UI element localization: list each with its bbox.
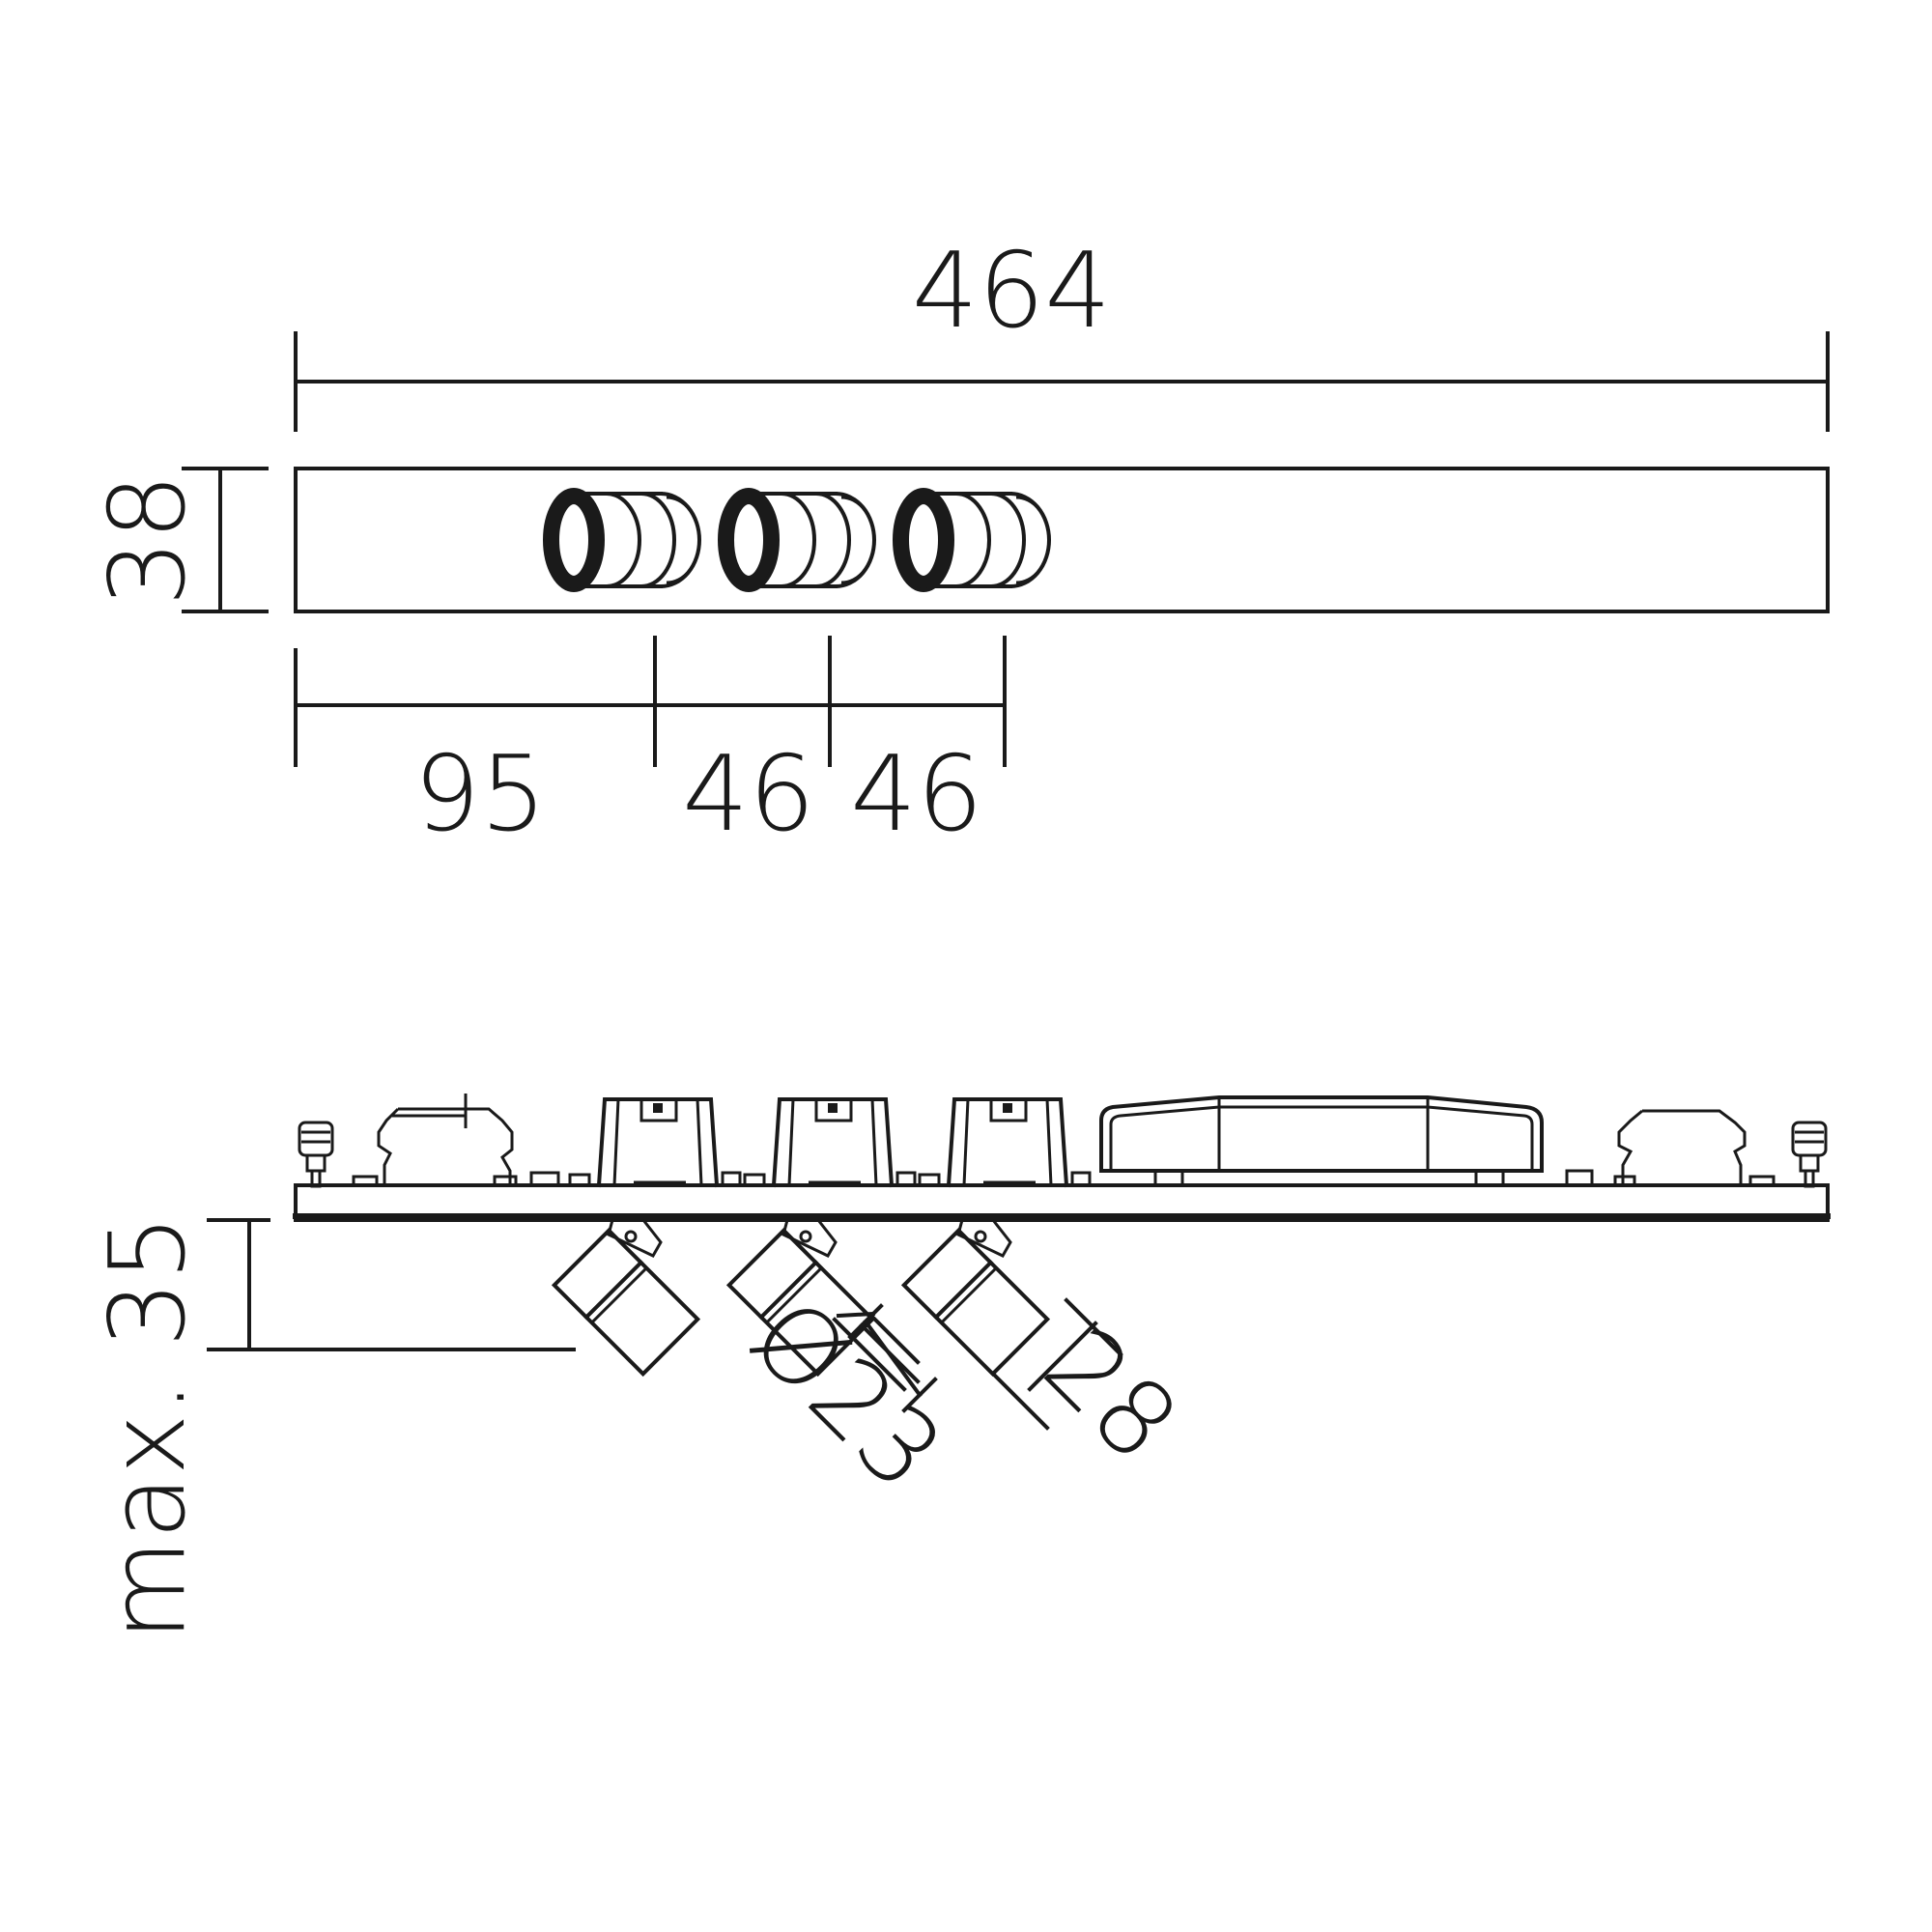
spacing-label-1: 46	[682, 734, 814, 855]
height-dimension: max. 35	[88, 1214, 576, 1641]
tilted-spot-mount-3	[956, 1219, 1012, 1258]
width-label: 38	[88, 473, 209, 606]
spacing-dimension: 95 46 46	[294, 636, 1007, 855]
top-view: 464 38	[88, 231, 1830, 855]
right-end-clip	[1791, 1121, 1828, 1188]
base-plate	[294, 1183, 1830, 1222]
driver-box	[1099, 1095, 1544, 1187]
head-length-dimension: 28	[990, 1297, 1201, 1485]
spotlight-head-3	[893, 488, 1051, 592]
tilted-spot-head-1	[551, 1227, 701, 1378]
spacing-label-2: 46	[850, 734, 982, 855]
side-view: max. 35 Ø23 28	[88, 1094, 1831, 1641]
left-spring-bracket	[352, 1094, 518, 1187]
length-dimension: 464	[294, 231, 1830, 432]
tilted-spot-mount-1	[607, 1219, 663, 1258]
length-label: 464	[912, 231, 1111, 352]
spotlight-housing-1	[596, 1097, 742, 1188]
width-dimension: 38	[88, 467, 269, 613]
fixture-top-outline	[294, 467, 1830, 613]
tilted-spot-head-3	[900, 1227, 1051, 1378]
spotlight-head-1	[543, 488, 701, 592]
spotlight-head-2	[718, 488, 876, 592]
offset-label: 95	[413, 734, 546, 855]
spotlight-housing-2	[743, 1097, 917, 1188]
tilted-spot-mount-2	[781, 1219, 838, 1258]
height-label: max. 35	[88, 1214, 209, 1640]
spotlight-housing-3	[918, 1097, 1092, 1188]
tilted-spot-head-2	[725, 1227, 876, 1378]
right-spring-bracket	[1565, 1109, 1776, 1187]
head-length-label: 28	[1021, 1305, 1201, 1485]
left-end-clip	[298, 1121, 334, 1188]
